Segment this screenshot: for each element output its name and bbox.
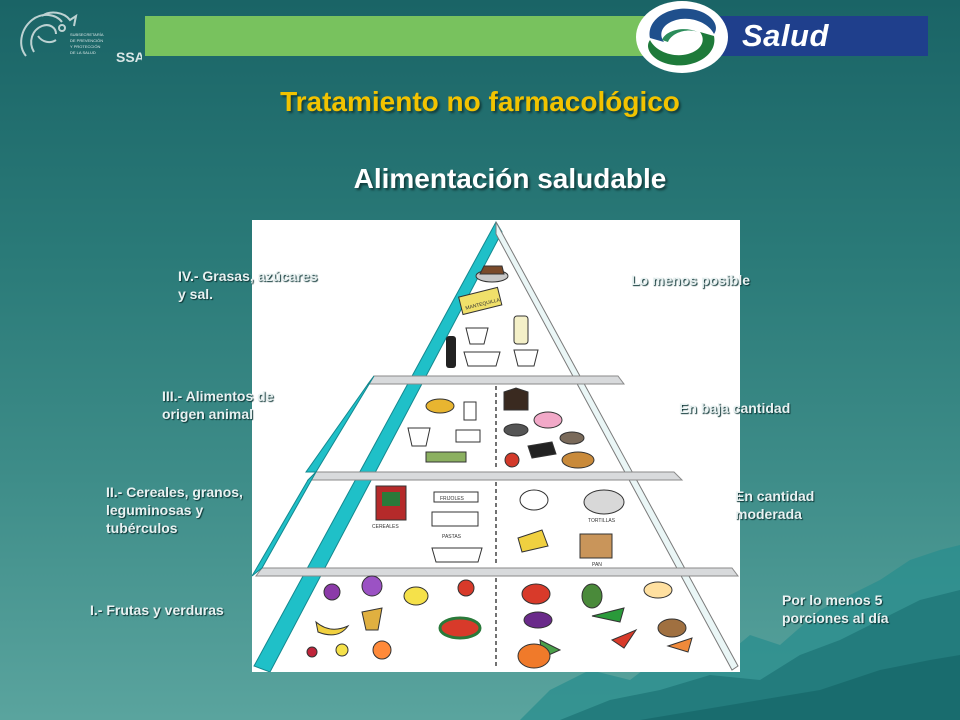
yogurt-icon [407,427,431,447]
potato-icon [657,618,687,638]
onion-icon [643,581,673,599]
tortillas-pack-icon [433,491,479,503]
fish-icon [503,423,529,437]
vanilla-box-icon [463,351,501,367]
ham-icon [425,451,467,463]
tier-2-amount: En cantidad moderada [735,488,815,522]
agency-text: SUBSECRETARÍA [70,32,104,37]
food-pyramid: MANTEQUILLA CEREALES [251,220,739,673]
tier-2-foods: CEREALES FRIJOLES PASTAS TORTILLAS PAN [372,485,625,568]
cheese-icon [425,398,455,414]
corn-icon [517,529,549,553]
pyramid-structure [251,220,739,673]
grapes-icon [323,583,341,601]
ssa-acronym: SSA [116,49,142,65]
svg-text:DE LA SALUD: DE LA SALUD [70,50,96,55]
brand-salud: Salud [742,18,829,53]
mountain-landscape [520,545,960,720]
carrot-icon [666,637,693,653]
tier-1-label: I.- Frutas y verduras [90,602,224,618]
soda-bottle-icon [446,336,456,368]
ssa-logo: SUBSECRETARÍA DE PREVENCIÓN Y PROTECCIÓN… [20,11,142,65]
svg-text:Y PROTECCIÓN: Y PROTECCIÓN [70,44,100,49]
bread-icon [579,533,613,559]
butter-icon [458,286,503,316]
tier-3-amount: En baja cantidad [679,400,791,416]
shrimp-icon [527,441,557,459]
cow-icon [503,387,529,411]
grains-sack-icon [519,489,549,511]
tier-divider-1 [255,567,739,577]
plum-icon [361,575,383,597]
svg-text:PAN: PAN [592,562,602,568]
tier-4-foods: MANTEQUILLA [446,265,539,368]
svg-text:DE PREVENCIÓN: DE PREVENCIÓN [70,38,103,43]
food-pyramid-panel: MANTEQUILLA CEREALES [251,220,740,673]
header-green-bar [145,16,665,56]
tier-1-amount: Por lo menos 5 porciones al día [782,592,889,626]
tier-4-amount: Lo menos posible [631,272,751,288]
sugar-bowl-icon [465,327,489,345]
pear-icon [335,643,349,657]
sausage-icon [504,452,520,468]
milk-icon [463,401,477,421]
tier-divider-2 [306,471,684,481]
lemon-icon [403,586,429,606]
carton-icon [455,429,481,443]
oil-bottle-icon [513,315,529,345]
pig-icon [533,411,563,429]
tortillas-stack-icon [583,489,625,515]
tier-4-label: IV.- Grasas, azúcares y sal. [178,268,318,302]
page-subtitle: Alimentación saludable [353,163,667,194]
cucumber-icon [591,607,625,623]
orange-icon [372,640,392,660]
banana-icon [315,620,350,636]
watermelon-icon [438,616,482,640]
tomato-icon [521,583,551,605]
svg-text:FRIJOLES: FRIJOLES [440,496,465,502]
chili-icon [610,628,638,649]
header-salud-bar [690,16,928,56]
svg-text:PASTAS: PASTAS [442,534,462,540]
salud-swirl-logo [636,1,728,73]
pumpkin-icon [517,643,551,669]
coffee-pot-icon [513,349,539,367]
svg-text:CEREALES: CEREALES [372,524,399,530]
page-title: Tratamiento no farmacológico [280,86,680,117]
tier-1-foods [306,575,693,669]
tier-2-label: II.- Cereales, granos, leguminosas y tub… [106,484,243,536]
apple-icon [457,579,475,597]
tier-3-foods [407,387,595,469]
bread-loaf-icon [431,511,479,527]
pasta-pack-icon [431,547,483,563]
chicken-icon [561,451,595,469]
cherries-icon [306,646,318,658]
svg-text:TORTILLAS: TORTILLAS [588,518,616,524]
eggplant-icon [523,611,553,629]
tier-divider-3 [367,375,625,385]
tier-3-label: III.- Alimentos de origen animal [162,388,274,422]
avocado-icon [581,583,603,609]
pineapple-icon [361,607,383,631]
meat-icon [559,431,585,445]
